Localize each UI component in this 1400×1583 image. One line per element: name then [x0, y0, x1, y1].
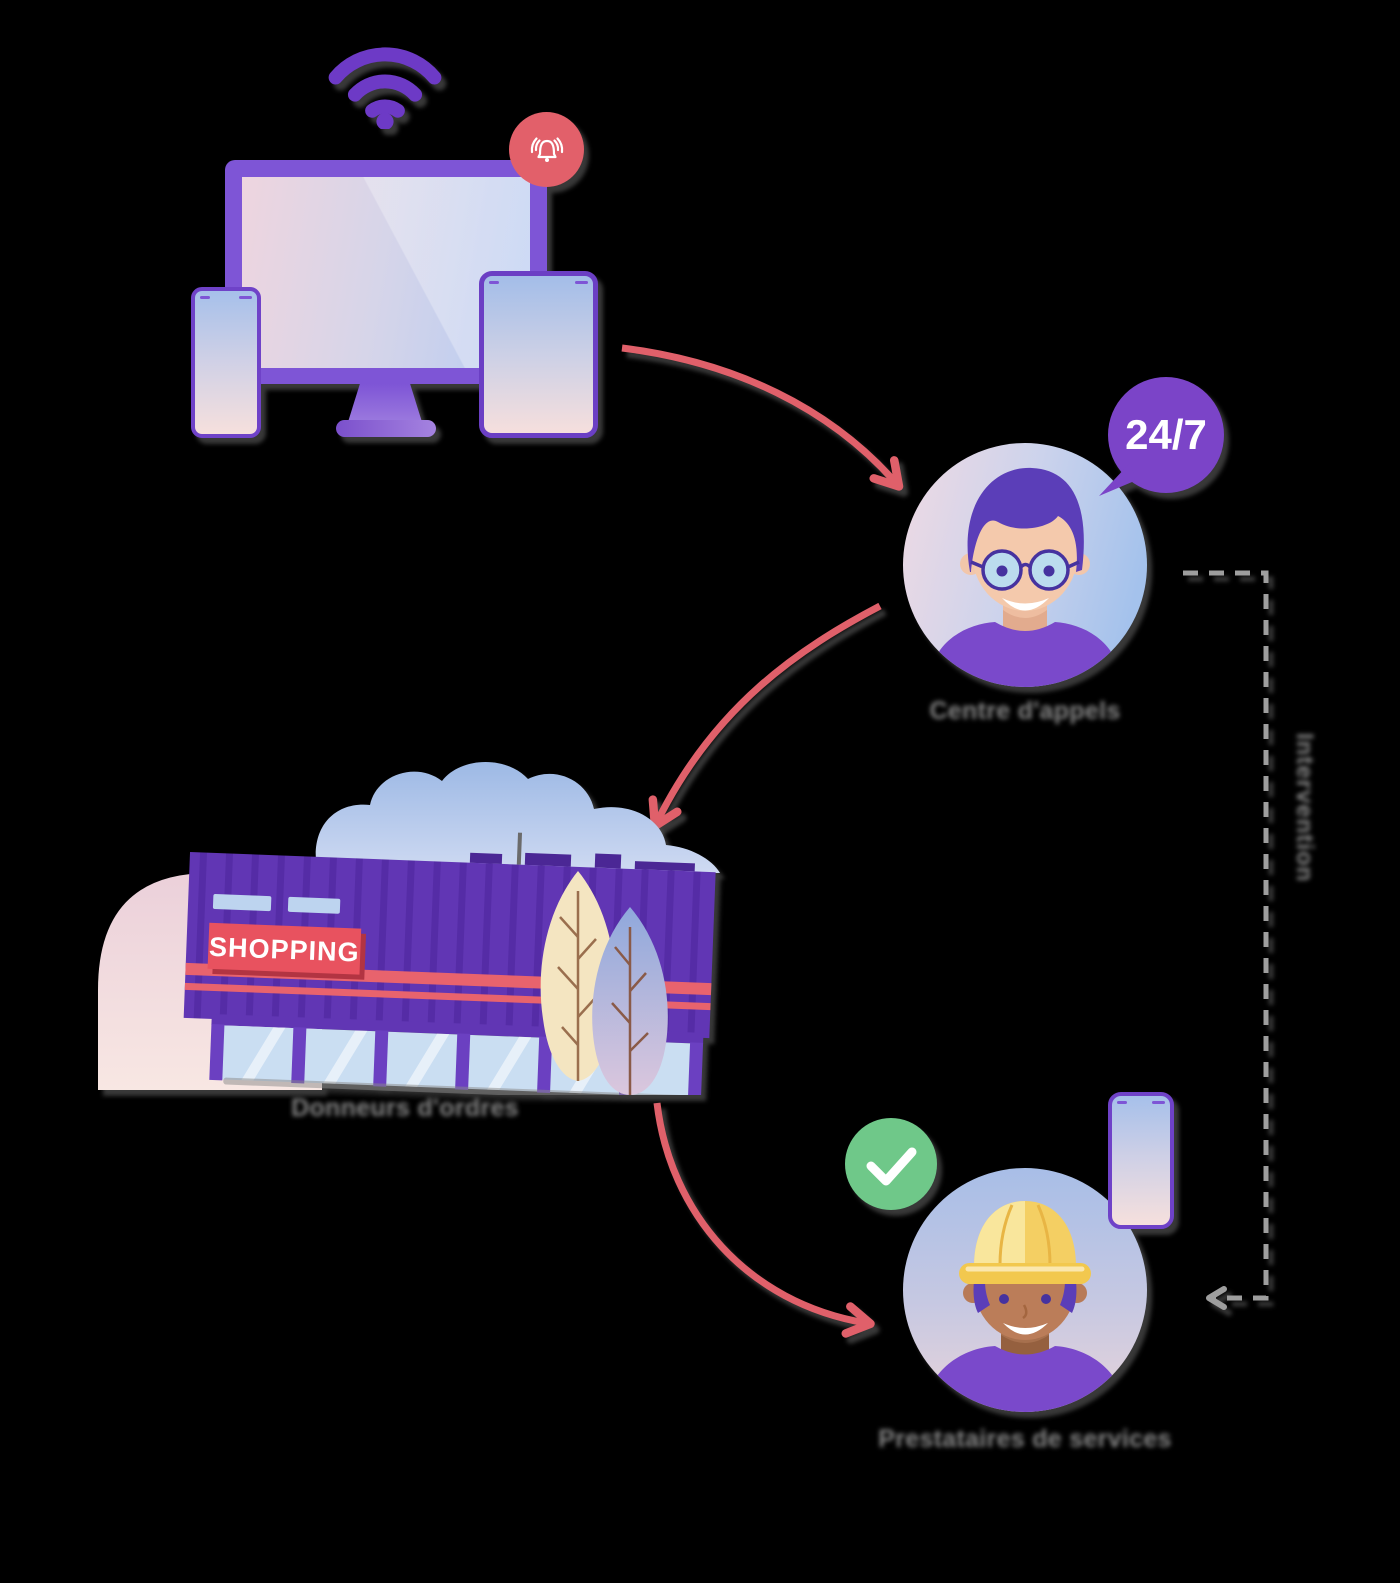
provider-smartphone [1108, 1092, 1174, 1229]
monitor-screen [242, 177, 530, 368]
agent-smile [1002, 598, 1049, 611]
dashed-connector-agent-to-provider [1183, 570, 1269, 1311]
agent-hair [967, 467, 1084, 572]
phone-battery-icon [1152, 1101, 1165, 1104]
roof-pole [516, 832, 523, 865]
alert-badge [509, 112, 584, 187]
provider-smile [1003, 1323, 1048, 1335]
upper-window [287, 896, 341, 914]
hard-hat-icon [959, 1201, 1091, 1284]
tree-blue [592, 907, 668, 1095]
shopping-sign [207, 922, 362, 975]
building-label: Donneurs d'ordres [291, 1094, 519, 1122]
availability-badge-label: 24/7 [1125, 411, 1207, 458]
confirmation-badge [845, 1118, 937, 1210]
tablet-battery-icon [575, 281, 588, 284]
upper-window [212, 894, 272, 912]
smartphone [191, 287, 261, 438]
tablet-signal-icon [489, 281, 499, 284]
agent-avatar [903, 443, 1147, 687]
tablet [479, 271, 598, 438]
provider-label: Prestataires de services [878, 1425, 1172, 1453]
agent-shirt [928, 622, 1122, 687]
availability-badge: 24/7 [1108, 377, 1224, 493]
arrow-building-to-provider [653, 1102, 875, 1338]
arrow-agent-to-building [648, 602, 882, 831]
cloud [315, 761, 720, 873]
agent-label: Centre d'appels [929, 697, 1121, 725]
phone-battery-icon [239, 296, 252, 299]
connector-label: Intervention [1291, 733, 1318, 883]
phone-signal-icon [200, 296, 210, 299]
phone-signal-icon [1117, 1101, 1127, 1104]
wifi-icon [328, 47, 442, 129]
shopping-sign-label: SHOPPING [209, 932, 361, 968]
provider-avatar [903, 1168, 1147, 1412]
monitor-stand-base [336, 420, 436, 437]
monitor-stand-neck [348, 384, 422, 422]
ground-shadow [223, 1077, 691, 1095]
provider-shirt [925, 1346, 1125, 1412]
glasses-icon [970, 549, 1080, 591]
arrow-devices-to-agent [621, 344, 904, 491]
alarm-bell-icon [530, 136, 563, 162]
storefront-pillars [209, 1023, 704, 1095]
check-icon [866, 1147, 917, 1186]
shopping-center: SHOPPING [98, 761, 720, 1095]
